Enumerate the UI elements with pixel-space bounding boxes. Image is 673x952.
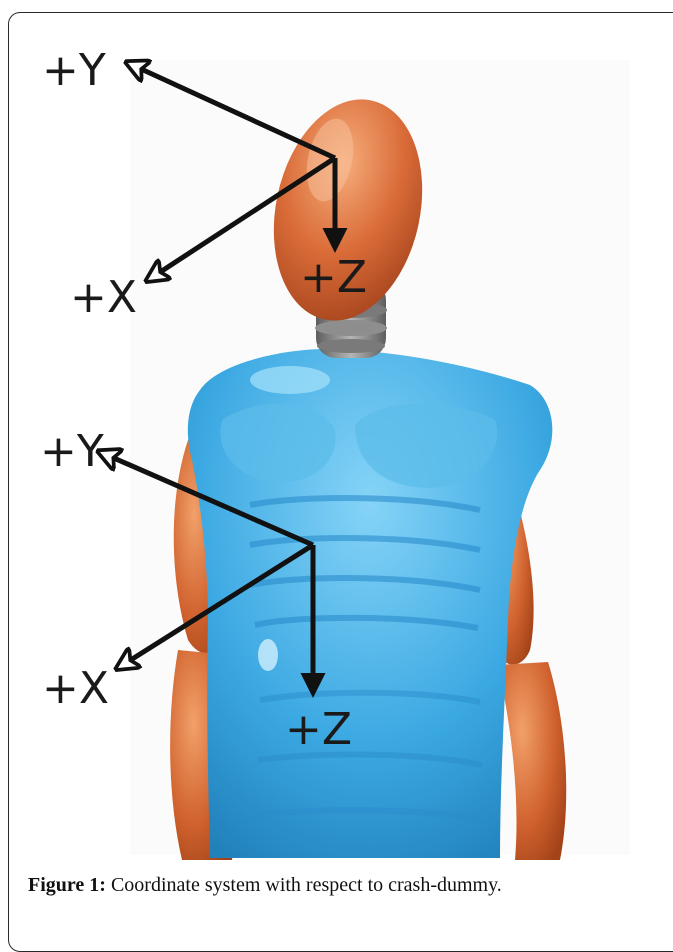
chest-z-label: +Z [285, 704, 352, 755]
figure-caption: Figure 1: Coordinate system with respect… [28, 874, 648, 897]
chest-x-label: +X [42, 663, 109, 714]
head-x-label: +X [70, 272, 137, 323]
head-z-label: +Z [300, 252, 367, 303]
caption-label: Figure 1: [28, 874, 106, 896]
torso [188, 349, 553, 858]
caption-text: Coordinate system with respect to crash-… [106, 874, 502, 896]
chest-y-label: +Y [40, 426, 104, 477]
head-y-label: +Y [42, 45, 106, 96]
